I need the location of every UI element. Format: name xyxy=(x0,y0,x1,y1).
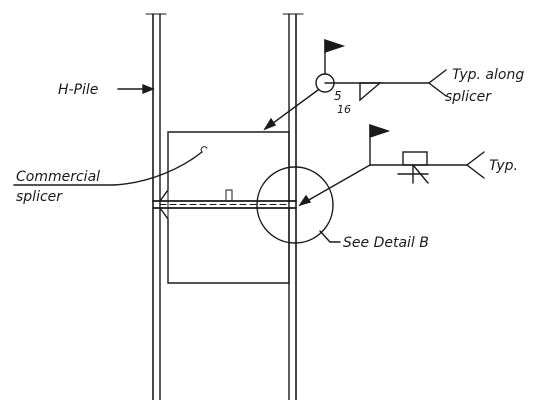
see-detail-label: See Detail B xyxy=(343,235,429,251)
splicer-label-line2: splicer xyxy=(445,89,492,105)
h-pile xyxy=(145,13,304,400)
h-pile-leader xyxy=(117,83,155,95)
weld-symbol-along-splicer xyxy=(263,39,447,131)
typ-label: Typ. xyxy=(489,158,518,174)
typ-along-label: Typ. along xyxy=(452,67,524,83)
commercial-splicer-label: splicer xyxy=(16,189,63,205)
weld-size-numerator: 5 xyxy=(334,89,342,103)
h-pile-label: H-Pile xyxy=(58,82,98,98)
commercial-splicer xyxy=(159,131,290,284)
commercial-label: Commercial xyxy=(16,169,100,185)
detail-b-circle xyxy=(256,166,341,244)
weld-symbol-typ xyxy=(298,124,485,207)
weld-size-denominator: 16 xyxy=(337,103,351,116)
commercial-splicer-leader xyxy=(13,146,208,186)
splice-joint xyxy=(152,189,297,209)
